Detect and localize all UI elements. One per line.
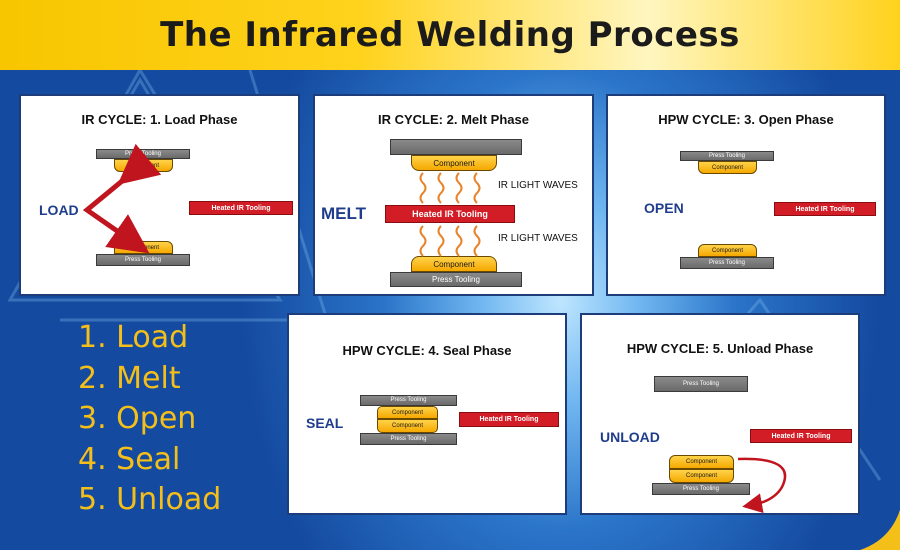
component-top: Component bbox=[377, 406, 438, 419]
press-tooling-top: Press Tooling bbox=[654, 376, 748, 392]
panel-melt-phase: IR CYCLE: 2. Melt Phase Component Heated… bbox=[313, 94, 594, 296]
panel-open-phase: HPW CYCLE: 3. Open Phase Press Tooling C… bbox=[606, 94, 886, 296]
phase-label-unload: UNLOAD bbox=[600, 429, 660, 445]
panel-unload-phase: HPW CYCLE: 5. Unload Phase Press Tooling… bbox=[580, 313, 860, 515]
load-arrow bbox=[82, 143, 162, 254]
heated-ir-tooling: Heated IR Tooling bbox=[189, 201, 293, 215]
step-item: 1. Load bbox=[78, 320, 189, 355]
phase-label-open: OPEN bbox=[644, 200, 684, 216]
press-tooling-bottom: Press Tooling bbox=[360, 433, 457, 445]
unload-arrow bbox=[737, 457, 787, 514]
component-bottom: Component bbox=[411, 256, 497, 272]
press-tooling-top: Press Tooling bbox=[680, 151, 774, 161]
heated-ir-tooling: Heated IR Tooling bbox=[774, 202, 876, 216]
component-bottom: Component bbox=[377, 419, 438, 433]
heated-ir-tooling: Heated IR Tooling bbox=[750, 429, 852, 443]
heated-ir-tooling: Heated IR Tooling bbox=[459, 412, 559, 427]
component-top: Component bbox=[698, 161, 757, 174]
panel-seal-phase: HPW CYCLE: 4. Seal Phase Press Tooling C… bbox=[287, 313, 567, 515]
press-tooling-bottom: Press Tooling bbox=[96, 254, 190, 266]
page-title: The Infrared Welding Process bbox=[160, 15, 740, 55]
panel-title: IR CYCLE: 2. Melt Phase bbox=[378, 112, 529, 127]
press-tooling-bottom: Press Tooling bbox=[652, 483, 750, 495]
press-tooling-bottom: Press Tooling bbox=[390, 272, 522, 287]
component-top: Component bbox=[669, 455, 734, 469]
phase-label-load: LOAD bbox=[39, 202, 79, 218]
component-top: Component bbox=[411, 155, 497, 171]
phase-label-melt: MELT bbox=[321, 204, 367, 223]
step-item: 2. Melt bbox=[78, 360, 181, 396]
press-tooling-top bbox=[390, 139, 522, 155]
press-tooling-top: Press Tooling bbox=[360, 395, 457, 406]
step-item: 3. Open bbox=[78, 401, 197, 436]
step-item: 5. Unload bbox=[78, 482, 222, 517]
ir-light-waves bbox=[419, 172, 481, 257]
heated-ir-tooling: Heated IR Tooling bbox=[385, 205, 515, 223]
header-banner: The Infrared Welding Process bbox=[0, 0, 900, 70]
ir-light-waves-label-bottom: IR LIGHT WAVES bbox=[498, 233, 578, 244]
component-bottom: Component bbox=[669, 469, 734, 483]
step-list: 1. Load 2. Melt 3. Open 4. Seal 5. Unloa… bbox=[78, 318, 221, 521]
ir-light-waves-label-top: IR LIGHT WAVES bbox=[498, 180, 578, 191]
panel-title: HPW CYCLE: 3. Open Phase bbox=[658, 112, 834, 127]
panel-load-phase: IR CYCLE: 1. Load Phase Press Tooling Co… bbox=[19, 94, 300, 296]
step-item: 4. Seal bbox=[78, 441, 181, 477]
component-bottom: Component bbox=[698, 244, 757, 257]
corner-accent bbox=[860, 510, 900, 550]
panel-title: IR CYCLE: 1. Load Phase bbox=[81, 112, 238, 127]
phase-label-seal: SEAL bbox=[306, 415, 344, 431]
panel-title: HPW CYCLE: 4. Seal Phase bbox=[342, 343, 512, 358]
press-tooling-bottom: Press Tooling bbox=[680, 257, 774, 269]
panel-title: HPW CYCLE: 5. Unload Phase bbox=[626, 341, 814, 356]
